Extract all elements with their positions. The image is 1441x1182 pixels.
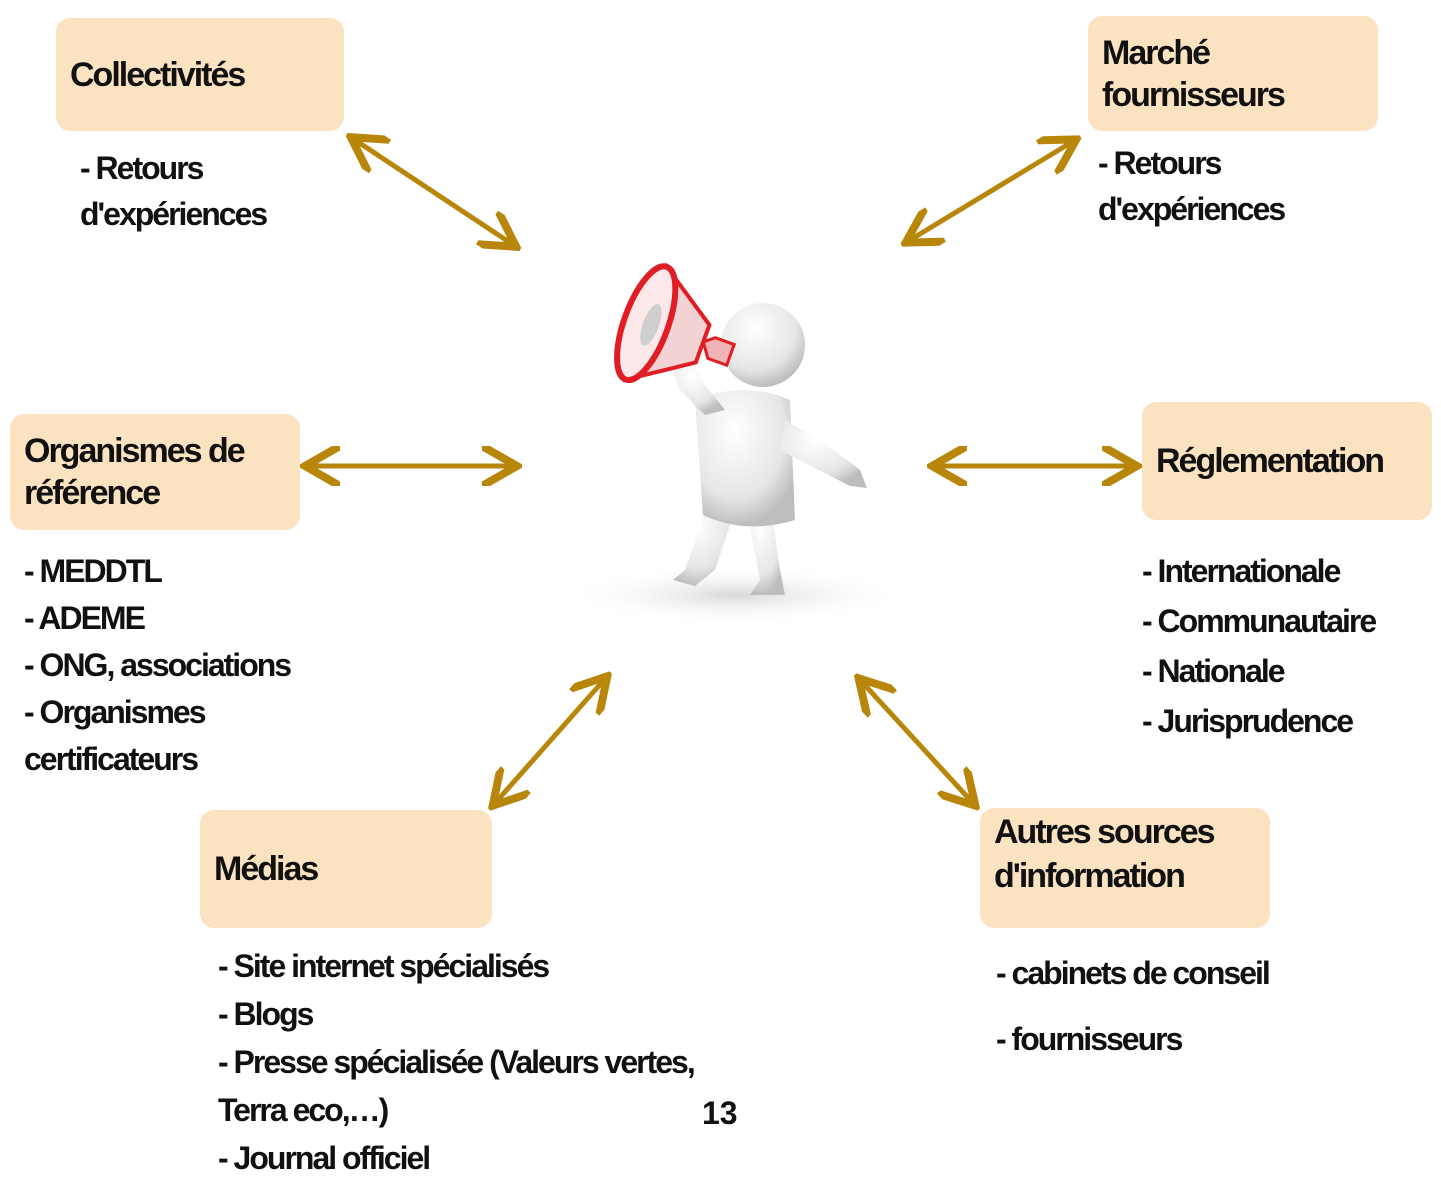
node-collectivites-list: - Retours d'expériences — [80, 145, 330, 237]
node-marche-list: - Retours d'expériences — [1098, 140, 1348, 232]
node-medias-title: Médias — [214, 850, 319, 888]
list-item: - Jurisprudence — [1142, 703, 1354, 739]
node-reglementation-list: - Internationale - Communautaire - Natio… — [1142, 546, 1377, 746]
person-with-megaphone-icon — [545, 250, 935, 645]
node-organismes: Organismes de référence — [10, 414, 300, 530]
node-reglementation: Réglementation — [1142, 402, 1432, 520]
list-item: - Presse spécialisée (Valeurs vertes, Te… — [218, 1044, 696, 1128]
list-item: - Blogs — [218, 996, 314, 1032]
node-autres: Autres sources d'information — [980, 808, 1270, 928]
page-number: 13 — [702, 1095, 738, 1131]
node-reglementation-title: Réglementation — [1156, 442, 1385, 480]
list-item: - ONG, associations — [24, 647, 292, 683]
list-item: - ADEME — [24, 600, 146, 636]
node-medias: Médias — [200, 810, 492, 928]
list-item: - Retours d'expériences — [80, 150, 268, 232]
arrow-medias — [496, 680, 604, 802]
list-item: - Journal officiel — [218, 1140, 431, 1176]
list-item: - fournisseurs — [996, 1021, 1183, 1057]
arrow-collectivites — [355, 140, 512, 244]
node-autres-list: - cabinets de conseil - fournisseurs — [996, 940, 1271, 1072]
node-organismes-list: - MEDDTL - ADEME - ONG, associations - O… — [24, 548, 364, 783]
list-item: - Communautaire — [1142, 603, 1377, 639]
node-organismes-title: Organismes de référence — [24, 432, 246, 512]
list-item: - Nationale — [1142, 653, 1286, 689]
node-collectivites: Collectivités — [56, 18, 344, 131]
list-item: - Retours d'expériences — [1098, 145, 1286, 227]
node-marche-title: Marché fournisseurs — [1102, 33, 1286, 114]
node-autres-title: Autres sources d'information — [994, 813, 1216, 895]
list-item: - MEDDTL — [24, 553, 163, 589]
node-collectivites-title: Collectivités — [70, 55, 246, 94]
list-item: - Organismes certificateurs — [24, 694, 207, 777]
arrow-autres — [862, 682, 972, 802]
node-marche: Marché fournisseurs — [1088, 16, 1378, 131]
list-item: - Internationale — [1142, 553, 1341, 589]
list-item: - Site internet spécialisés — [218, 948, 550, 984]
list-item: - cabinets de conseil — [996, 955, 1271, 991]
node-medias-list: - Site internet spécialisés - Blogs - Pr… — [218, 942, 718, 1182]
arrow-marche — [910, 142, 1072, 240]
